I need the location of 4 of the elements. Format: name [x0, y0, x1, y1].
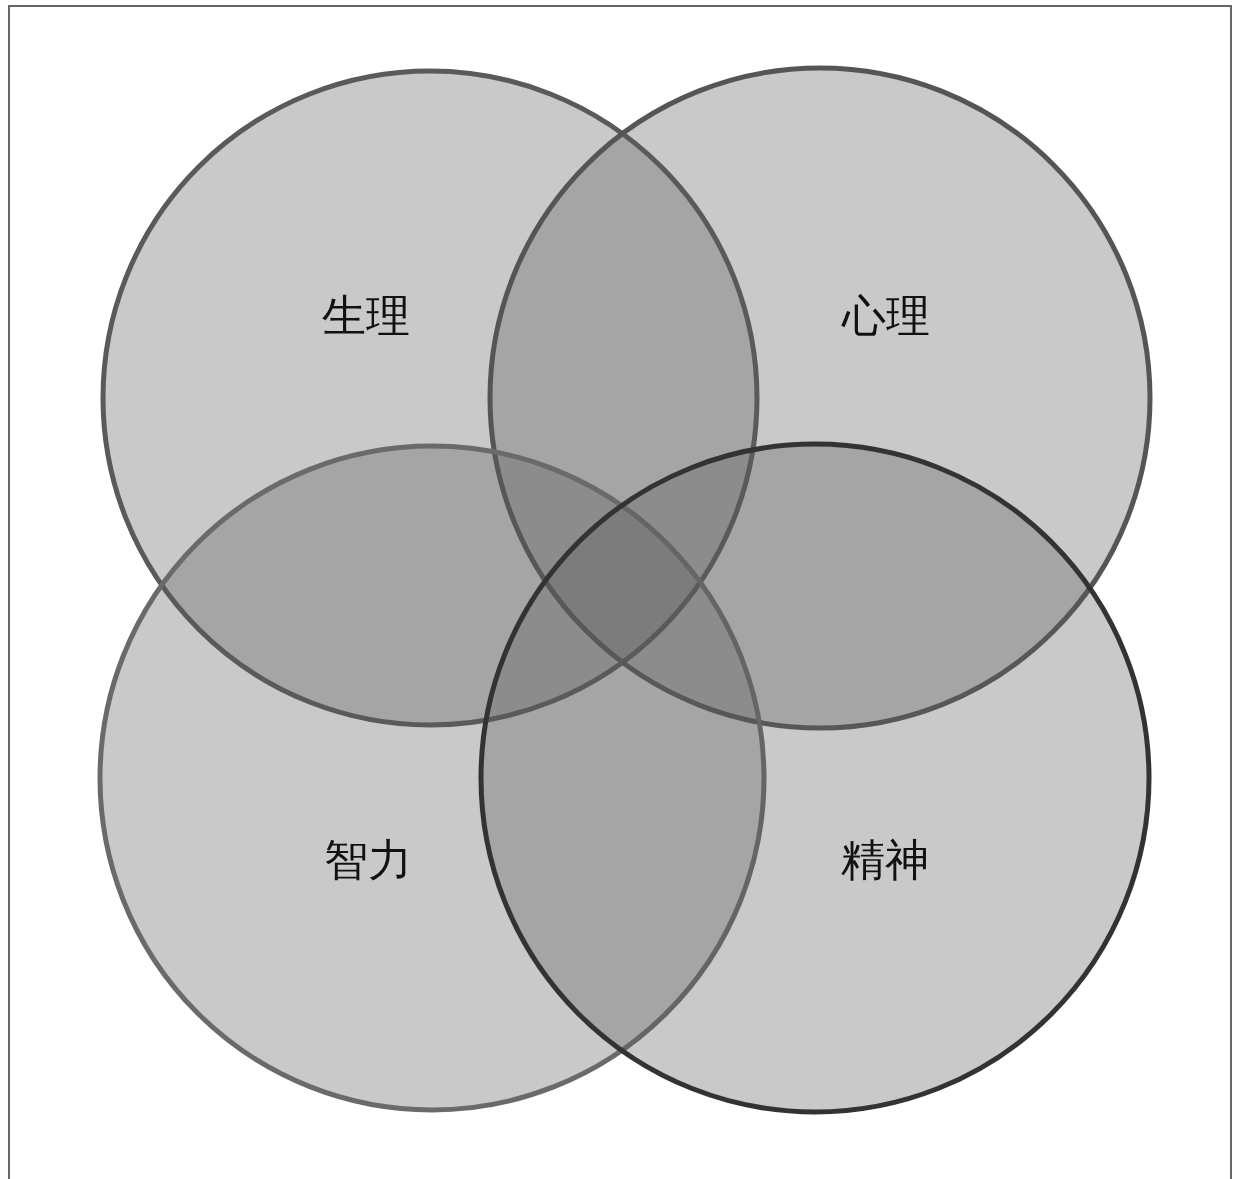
circle-label: 智力	[324, 832, 412, 887]
circle-label: 心理	[842, 288, 930, 343]
circle-label: 生理	[322, 288, 410, 343]
circle-label: 精神	[841, 832, 929, 887]
